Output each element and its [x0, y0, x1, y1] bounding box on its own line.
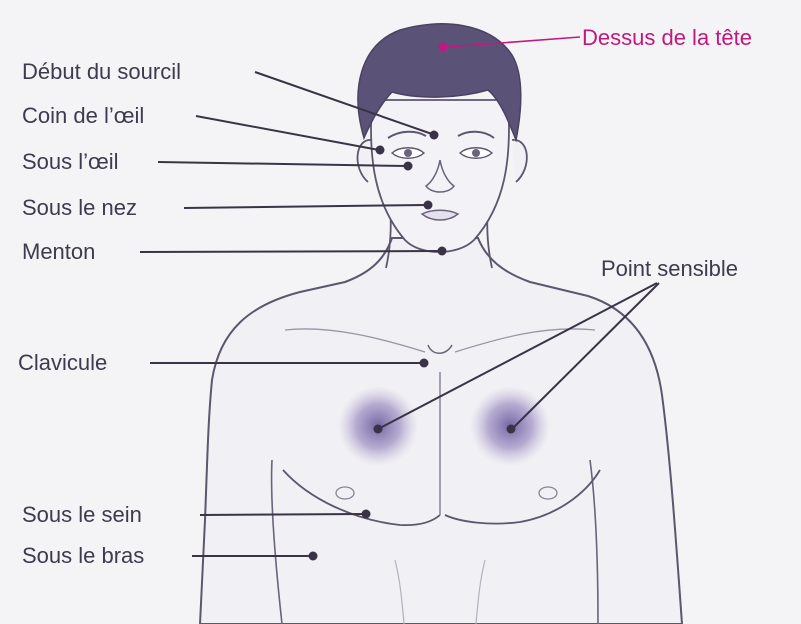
label-top-of-head: Dessus de la tête	[582, 25, 752, 51]
torso-outline	[200, 238, 682, 624]
label-under-arm: Sous le bras	[22, 543, 144, 569]
leader-eye-corner	[196, 116, 379, 150]
label-eyebrow-start: Début du sourcil	[22, 59, 181, 85]
point-eyebrow-start	[430, 131, 439, 140]
point-eye-corner	[376, 146, 385, 155]
point-sensitive-right	[507, 425, 516, 434]
point-collarbone	[420, 359, 429, 368]
label-eye-corner: Coin de l’œil	[22, 103, 144, 129]
point-chin	[438, 247, 447, 256]
point-under-breast	[362, 510, 371, 519]
label-under-nose: Sous le nez	[22, 195, 137, 221]
leader-under-breast	[200, 514, 364, 515]
right-ear	[512, 140, 527, 182]
label-under-eye: Sous l’œil	[22, 149, 119, 175]
point-under-arm	[309, 552, 318, 561]
point-sensitive-left	[374, 425, 383, 434]
label-sensitive-point: Point sensible	[601, 256, 738, 282]
left-iris	[404, 149, 412, 157]
right-iris	[472, 149, 480, 157]
point-top-of-head	[439, 43, 448, 52]
point-under-nose	[424, 201, 433, 210]
label-chin: Menton	[22, 239, 95, 265]
leader-chin	[140, 251, 440, 252]
label-collarbone: Clavicule	[18, 350, 107, 376]
point-under-eye	[404, 162, 413, 171]
label-under-breast: Sous le sein	[22, 502, 142, 528]
face-outline	[371, 100, 509, 252]
